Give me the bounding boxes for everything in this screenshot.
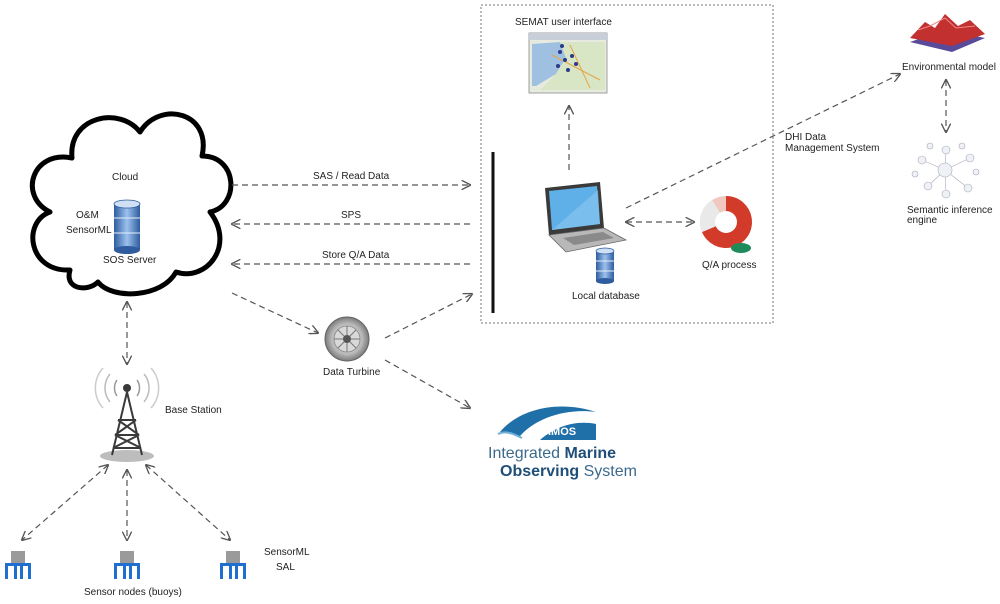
imos-wordmark: Integrated Marine Observing System [488,445,637,481]
base-station-label: Base Station [165,405,222,416]
sps-label: SPS [341,210,362,221]
semantic-label-line1: Semantic inference [907,205,993,216]
base-node3-arrow [146,465,230,540]
cloud-label: Cloud [112,172,139,183]
imos-text-system: System [579,463,637,480]
data-turbine-label: Data Turbine [323,367,381,378]
laptop-env-arrow [625,74,900,209]
sos-server-label: SOS Server [103,255,157,266]
buoy-icon [114,551,140,579]
semantic-label-line2: engine [907,215,938,226]
sensorml-label: SensorML [66,225,112,236]
base-node1-arrow [22,465,108,540]
sal-label: SAL [276,562,295,573]
database-icon [113,199,141,254]
dhi-label-line2: Management System [785,143,880,154]
buoy-icon [5,551,31,579]
cloud-turbine-arrow [231,292,318,333]
laptop-icon [545,182,628,253]
turbine-imos-arrow [384,359,470,408]
imos-text-observing: Observing [500,463,580,480]
sensorml-bottom-label: SensorML [264,547,310,558]
turbine-icon [324,316,370,362]
local-db-label: Local database [572,291,640,302]
om-label: O&M [76,210,99,221]
turbine-bus-arrow [384,294,472,339]
buoy-icon [220,551,246,579]
imos-text-integrated: Integrated [488,445,565,462]
dhi-label-line1: DHI Data [785,132,827,143]
imos-text-marine: Marine [564,445,617,462]
qa-process-label: Q/A process [702,260,757,271]
sensor-nodes-label: Sensor nodes (buoys) [84,587,182,598]
map-icon [528,32,608,94]
network-graph-icon [911,142,980,199]
antenna-tower-icon [94,367,160,462]
semat-frame [480,4,774,324]
semat-ui-label: SEMAT user interface [515,17,612,28]
store-qa-label: Store Q/A Data [322,250,390,261]
terrain-icon [910,14,985,52]
pie-chart-icon [699,196,753,253]
imos-badge-text: IMOS [548,426,577,438]
imos-logo [497,406,596,440]
sas-read-label: SAS / Read Data [313,171,390,182]
database-icon [595,247,615,284]
env-model-label: Environmental model [902,62,996,73]
